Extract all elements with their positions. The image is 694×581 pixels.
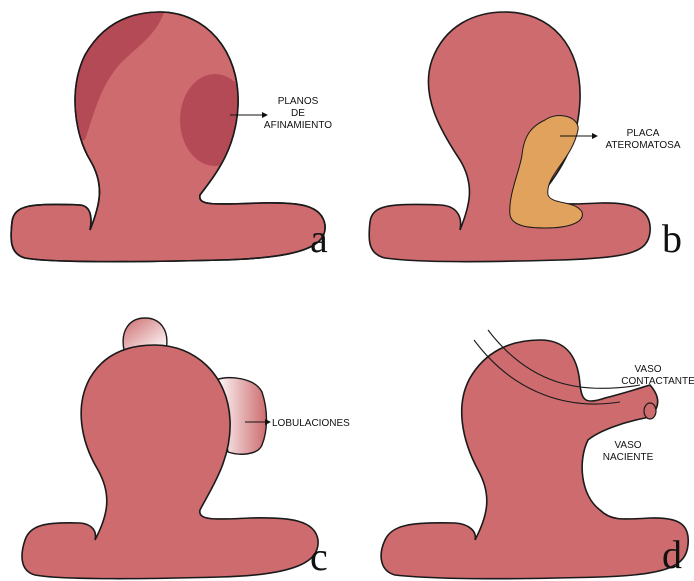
panel-letter-b: b (662, 216, 682, 261)
panel-a: PLANOS DE AFINAMIENTO a (11, 10, 332, 262)
nascent-vessel-opening (644, 403, 656, 419)
label-d-1: VASO (634, 364, 661, 375)
arrowhead-a (262, 112, 268, 118)
aneurysm-c (22, 345, 318, 579)
panel-c: LOBULACIONES c (22, 318, 350, 579)
panel-letter-d: d (662, 532, 682, 577)
label-a-2: DE (291, 108, 305, 119)
label-a-1: PLANOS (278, 96, 319, 107)
panel-d: VASO CONTACTANTE VASO NACIENTE d (381, 330, 694, 579)
panel-letter-c: c (310, 534, 328, 579)
arrowhead-b (592, 133, 598, 139)
panel-letter-a: a (310, 216, 328, 261)
arrowhead-c (265, 419, 271, 425)
label-b-1: PLACA (627, 128, 660, 139)
label-d-3: VASO (614, 440, 641, 451)
label-b-2: ATEROMATOSA (605, 140, 680, 151)
panel-b: PLACA ATEROMATOSA b (369, 12, 682, 262)
aneurysm-a (11, 12, 325, 262)
label-d-4: NACIENTE (603, 452, 654, 463)
label-a-3: AFINAMIENTO (264, 120, 332, 131)
label-d-2: CONTACTANTE (621, 376, 694, 387)
label-c-1: LOBULACIONES (272, 418, 350, 429)
aneurysm-b (369, 12, 650, 262)
thinning-plane-right (180, 74, 250, 166)
